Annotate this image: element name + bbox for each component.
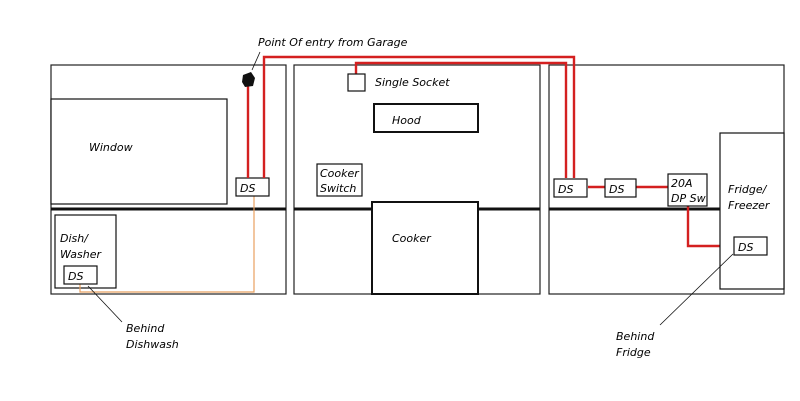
fridge-freezer-box bbox=[719, 132, 785, 290]
ds-label-fridge: DS bbox=[738, 241, 753, 254]
ds-box-right-wall-2 bbox=[604, 178, 637, 198]
cooker-switch-label-line1: Cooker bbox=[320, 167, 360, 180]
cooker-label: Cooker bbox=[392, 232, 432, 245]
ds-label-dishwasher: DS bbox=[68, 270, 83, 283]
power-cable-socket-feed bbox=[354, 61, 568, 178]
fridge-freezer-label-line1: Fridge/ bbox=[728, 183, 768, 196]
dp-switch-label-line2: DP Sw bbox=[671, 192, 706, 205]
behind-fridge-leader bbox=[659, 253, 734, 326]
behind-fridge-label-line2: Fridge bbox=[616, 346, 651, 359]
power-cable-outer bbox=[262, 55, 576, 178]
dishwasher-cable bbox=[79, 196, 255, 293]
fridge-freezer-label-line2: Freezer bbox=[728, 199, 771, 212]
behind-dishwasher-leader bbox=[87, 285, 123, 323]
hood-box bbox=[373, 103, 479, 133]
cooker-box bbox=[371, 201, 479, 295]
dp-switch-box bbox=[667, 173, 708, 207]
dishwasher-label-line2: Washer bbox=[60, 248, 102, 261]
single-socket-label: Single Socket bbox=[375, 76, 450, 89]
entry-point-marker bbox=[242, 72, 255, 87]
ds-box-dishwasher bbox=[63, 265, 98, 285]
hood-label: Hood bbox=[392, 114, 422, 127]
dp-switch-label-line1: 20A bbox=[671, 177, 693, 190]
ds-label-right-wall-2: DS bbox=[609, 183, 624, 196]
ds-box-fridge bbox=[733, 236, 768, 256]
behind-dishwasher-label-line2: Dishwash bbox=[126, 338, 179, 351]
entry-point-label: Point Of entry from Garage bbox=[258, 36, 408, 49]
ds-box-left-wall bbox=[235, 177, 270, 197]
cooker-switch-box bbox=[316, 163, 363, 197]
cooker-switch-label-line2: Switch bbox=[320, 182, 356, 195]
window-box bbox=[50, 98, 228, 205]
behind-dishwasher-label-line1: Behind bbox=[126, 322, 165, 335]
power-cable-to-fridge bbox=[686, 206, 734, 248]
ds-label-left-wall: DS bbox=[240, 182, 255, 195]
single-socket-box bbox=[347, 73, 366, 92]
ds-box-right-wall-1 bbox=[553, 178, 588, 198]
window-label: Window bbox=[89, 141, 133, 154]
dishwasher-label-line1: Dish/ bbox=[60, 232, 89, 245]
ds-label-right-wall-1: DS bbox=[558, 183, 573, 196]
entry-point-leader bbox=[251, 51, 261, 71]
behind-fridge-label-line1: Behind bbox=[616, 330, 655, 343]
